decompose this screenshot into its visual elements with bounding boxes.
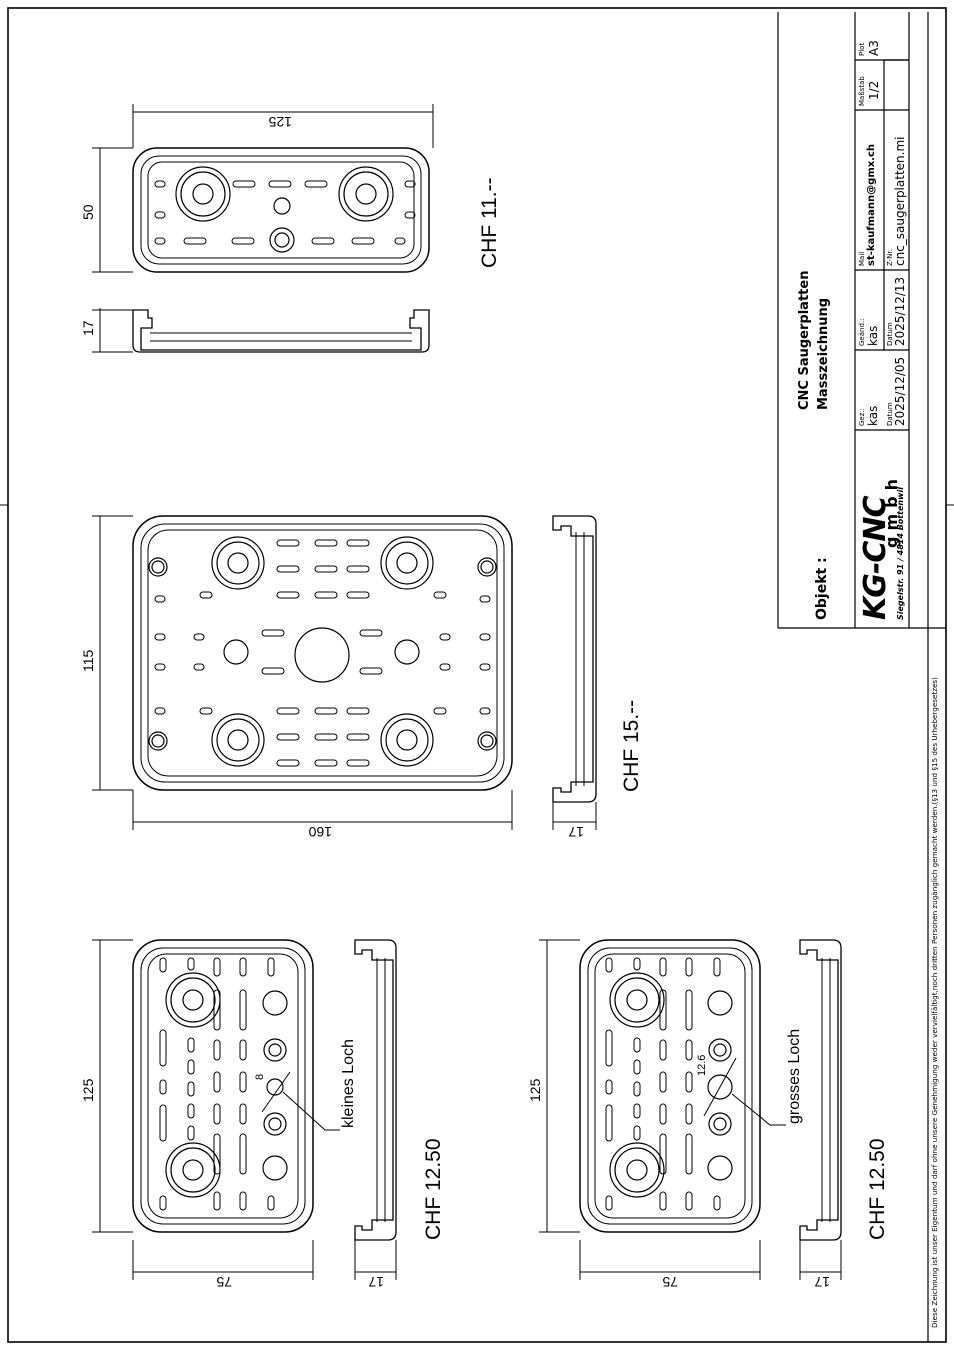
side-profile-chf11	[132, 309, 430, 353]
dim-width-chf1250-b: 75	[662, 1274, 678, 1290]
dimensions-chf1250-kleines	[92, 939, 397, 1280]
dim-length-chf1250-b: 125	[527, 1078, 543, 1102]
disclaimer: Diese Zeichnung ist unser Eigentum und d…	[930, 677, 939, 1328]
plot-value: A3	[867, 40, 881, 56]
plate-chf1250-grosses	[579, 939, 786, 1233]
objekt-label: Objekt :	[814, 557, 830, 620]
mail-value: st-kaufmann@gmx.ch	[866, 143, 877, 266]
title-block-grid	[777, 12, 946, 1342]
dim-length-chf15: 160	[308, 824, 332, 840]
dim-length-chf1250-a: 125	[80, 1078, 96, 1102]
dim-hole-kleines: 8	[254, 1073, 266, 1080]
side-profile-chf1250-grosses	[799, 939, 842, 1241]
datum2-value: 2025/12/13	[893, 276, 907, 346]
geaend-label: Geänd.:	[858, 318, 866, 346]
dim-width-chf1250-a: 75	[216, 1274, 232, 1290]
title-line2: Masszeichnung	[816, 297, 831, 410]
gez-label: Gez.:	[858, 408, 866, 426]
drawing-frame	[7, 7, 947, 1343]
company-address: Siegelstr. 91 / 4814 Bottenwil	[896, 487, 905, 620]
side-profile-chf1250-kleines	[354, 939, 397, 1241]
dim-length-chf11: 125	[268, 114, 292, 130]
scale-label: Maßstab	[858, 76, 866, 106]
price-chf1250-a: CHF 12.50	[422, 1138, 445, 1240]
price-chf11: CHF 11.--	[478, 177, 501, 268]
dim-height-chf15: 17	[568, 824, 584, 840]
dimensions-chf11	[92, 104, 434, 353]
plot-label: Plot	[858, 42, 866, 56]
plate-chf15	[132, 515, 513, 791]
geaend-value: kas	[866, 325, 880, 346]
plate-chf11	[132, 147, 430, 273]
side-profile-chf15	[552, 515, 597, 803]
dim-width-chf15: 115	[80, 649, 96, 672]
hole-label-kleines: kleines Loch	[340, 1039, 357, 1128]
dim-height-chf1250-a: 17	[368, 1274, 384, 1290]
hole-label-grosses: grosses Loch	[786, 1028, 803, 1124]
mail-label: Mail	[858, 251, 866, 266]
price-chf1250-b: CHF 12.50	[866, 1138, 889, 1240]
dim-height-chf1250-b: 17	[814, 1274, 830, 1290]
znr-value: cnc_saugerplatten.mi	[893, 136, 907, 267]
dim-height-chf11: 17	[80, 320, 96, 336]
scale-value: 1/2	[867, 80, 881, 100]
dim-hole-grosses: 12.6	[696, 1054, 708, 1076]
plate-chf1250-kleines	[132, 939, 340, 1233]
dimensions-chf1250-grosses	[539, 939, 842, 1280]
datum1-value: 2025/12/05	[893, 356, 907, 426]
price-chf15: CHF 15.--	[620, 699, 643, 792]
dim-width-chf11: 50	[80, 204, 96, 220]
dimensions-chf15	[92, 515, 597, 830]
title-line1: CNC Saugerplatten	[797, 270, 812, 410]
gez-value: kas	[866, 405, 880, 426]
